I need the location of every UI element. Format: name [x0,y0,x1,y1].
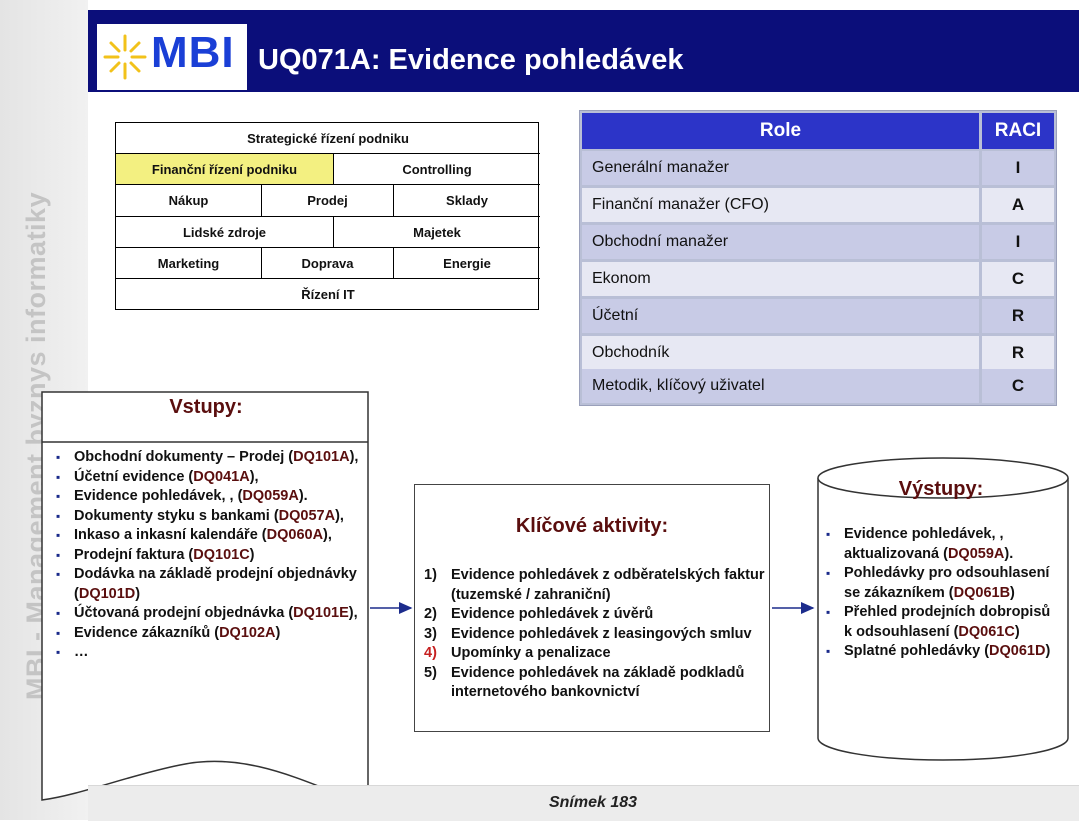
raci-role: Účetní [582,299,979,333]
list-item: Účtovaná prodejní objednávka (DQ101E), [56,604,366,624]
list-item: Dodávka na základě prodejní objednávky (… [56,565,366,604]
outputs-list: Evidence pohledávek, , aktualizovaná (DQ… [826,525,1062,662]
raci-role: Finanční manažer (CFO) [582,188,979,222]
inputs-title: Vstupy: [169,396,243,418]
raci-value: I [982,151,1054,185]
list-item: 4)Upomínky a penalizace [424,645,611,661]
raci-value: R [982,299,1054,333]
list-item: Evidence pohledávek, , (DQ059A). [56,487,366,507]
raci-row: Generální manažer I [582,151,1054,185]
raci-value: C [982,262,1054,296]
org-cell: Řízení IT [301,286,355,302]
activities-list: 1)Evidence pohledávek z odběratelských f… [424,566,768,703]
sun-icon [103,34,147,80]
org-cell: Controlling [334,154,540,185]
list-item: Obchodní dokumenty – Prodej (DQ101A), [56,448,366,468]
list-item: 5)Evidence pohledávek na základě podklad… [424,664,745,701]
org-cell: Lidské zdroje [116,217,334,248]
org-cell: Nákup [116,185,262,217]
org-cell: Majetek [334,217,540,248]
raci-role: Ekonom [582,262,979,296]
list-item: 2)Evidence pohledávek z úvěrů [424,606,654,622]
raci-role: Obchodník [582,336,979,370]
logo-text: MBI [151,28,235,77]
raci-row: Obchodní manažer I [582,225,1054,259]
org-cell: Energie [394,248,540,279]
raci-value: I [982,225,1054,259]
list-item: … [56,643,366,663]
list-item: 3)Evidence pohledávek z leasingových sml… [424,625,752,642]
raci-role: Obchodní manažer [582,225,979,259]
org-chart: Strategické řízení podniku Finanční říze… [115,122,540,310]
raci-value: R [982,336,1054,370]
org-cell: Sklady [394,185,540,217]
org-cell: Strategické řízení podniku [116,123,540,154]
outputs-title: Výstupy: [898,478,984,500]
raci-role: Metodik, klíčový uživatel [582,369,979,403]
org-cell-highlighted: Finanční řízení podniku [116,154,334,185]
list-item: Splatné pohledávky (DQ061D) [826,642,1062,662]
list-item: Evidence pohledávek, , aktualizovaná (DQ… [826,525,1062,564]
raci-header-raci: RACI [982,113,1054,149]
raci-row: Finanční manažer (CFO) A [582,188,1054,222]
inputs-list: Obchodní dokumenty – Prodej (DQ101A), Úč… [56,448,366,663]
raci-value: A [982,188,1054,222]
org-cell: Marketing [116,248,262,279]
raci-row: Ekonom C [582,262,1054,296]
raci-value: C [982,369,1054,403]
list-item: Evidence zákazníků (DQ102A) [56,624,366,644]
footer: Snímek 183 [88,785,1079,821]
page-title: UQ071A: Evidence pohledávek [258,44,684,76]
raci-row: Metodik, klíčový uživatel C [582,369,1054,403]
mbi-logo: MBI [95,22,249,92]
list-item: Dokumenty styku s bankami (DQ057A), [56,507,366,527]
org-cell: Doprava [262,248,394,279]
list-item: Účetní evidence (DQ041A), [56,468,366,488]
activities-box [414,484,770,732]
list-item: Přehled prodejních dobropisů k odsouhlas… [826,603,1062,642]
raci-row: Obchodník R [582,336,1054,370]
activities-title: Klíčové aktivity: [515,515,669,537]
raci-header-role: Role [582,113,979,149]
raci-role: Generální manažer [582,151,979,185]
slide-number: Snímek 183 [548,794,638,811]
raci-table: Role RACI Generální manažer I Finanční m… [579,110,1057,406]
list-item: Inkaso a inkasní kalendáře (DQ060A), [56,526,366,546]
header-bar [88,0,1079,92]
list-item: 1)Evidence pohledávek z odběratelských f… [424,567,765,603]
raci-row: Účetní R [582,299,1054,333]
list-item: Pohledávky pro odsouhlasení se zákazníke… [826,564,1062,603]
org-cell: Prodej [262,185,394,217]
list-item: Prodejní faktura (DQ101C) [56,546,366,566]
